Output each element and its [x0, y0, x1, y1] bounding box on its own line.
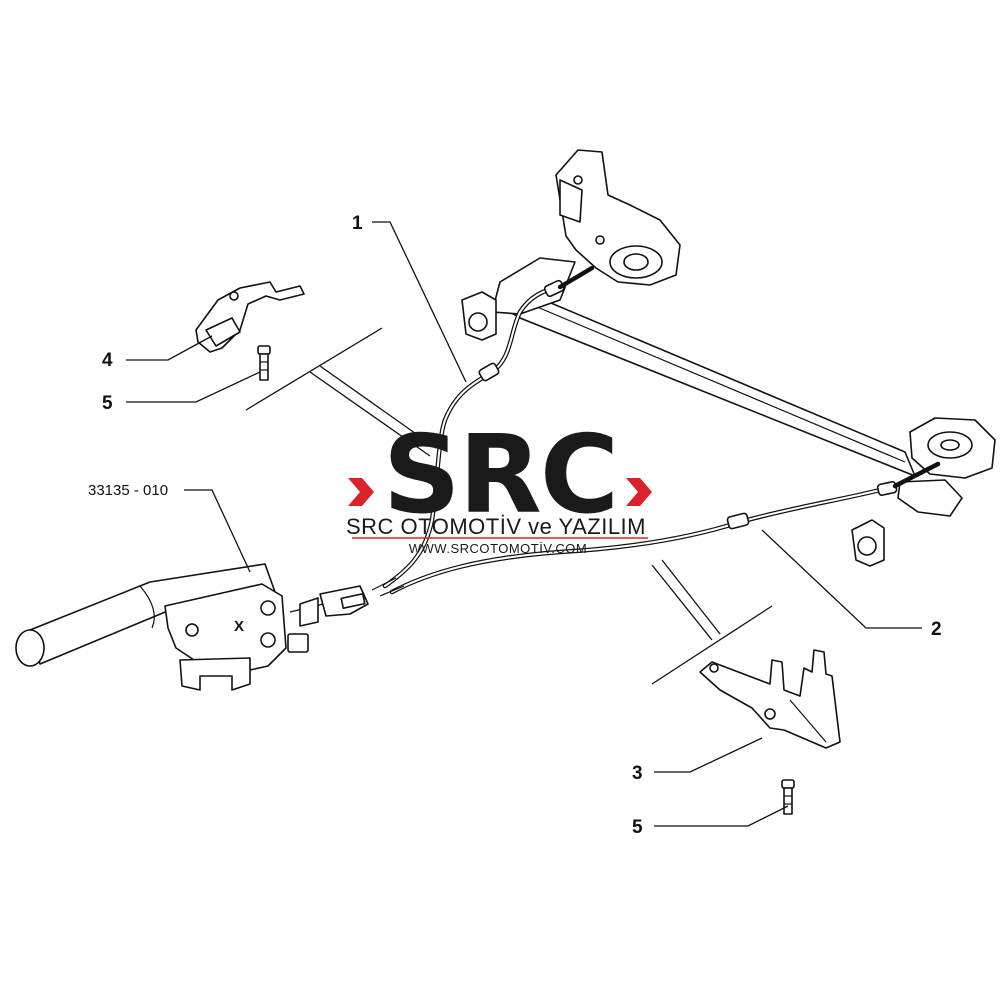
callout-2: 2	[931, 619, 942, 640]
callout-4: 4	[102, 350, 113, 371]
rear-axle	[461, 149, 996, 567]
watermark-url: WWW.SRCOTOMOTİV.COM	[409, 541, 588, 556]
watermark-left-chevron	[348, 478, 374, 506]
cable-2	[379, 461, 941, 597]
callout-3: 3	[632, 763, 643, 784]
watermark-logo-mark: SRC	[348, 413, 652, 538]
bracket-3	[699, 649, 841, 749]
watermark-right-chevron	[626, 478, 652, 506]
watermark-brand: SRC	[383, 413, 617, 538]
handbrake-lever	[15, 563, 369, 691]
section-marks	[245, 327, 773, 685]
reference-group: 33135 - 010	[88, 482, 168, 499]
watermark-company: SRC OTOMOTİV ve YAZILIM	[346, 514, 646, 539]
leader-lines	[126, 221, 922, 827]
src-watermark: SRC SRC OTOMOTİV ve YAZILIM WWW.SRCOTOMO…	[346, 413, 652, 556]
callout-5-lower: 5	[632, 817, 643, 838]
callout-1: 1	[352, 213, 363, 234]
marker-x: X	[234, 618, 244, 635]
callout-5-upper: 5	[102, 393, 113, 414]
screw-5-upper	[257, 345, 271, 381]
cable-1	[371, 265, 595, 591]
bracket-4	[195, 281, 305, 353]
screw-5-lower	[781, 779, 795, 815]
